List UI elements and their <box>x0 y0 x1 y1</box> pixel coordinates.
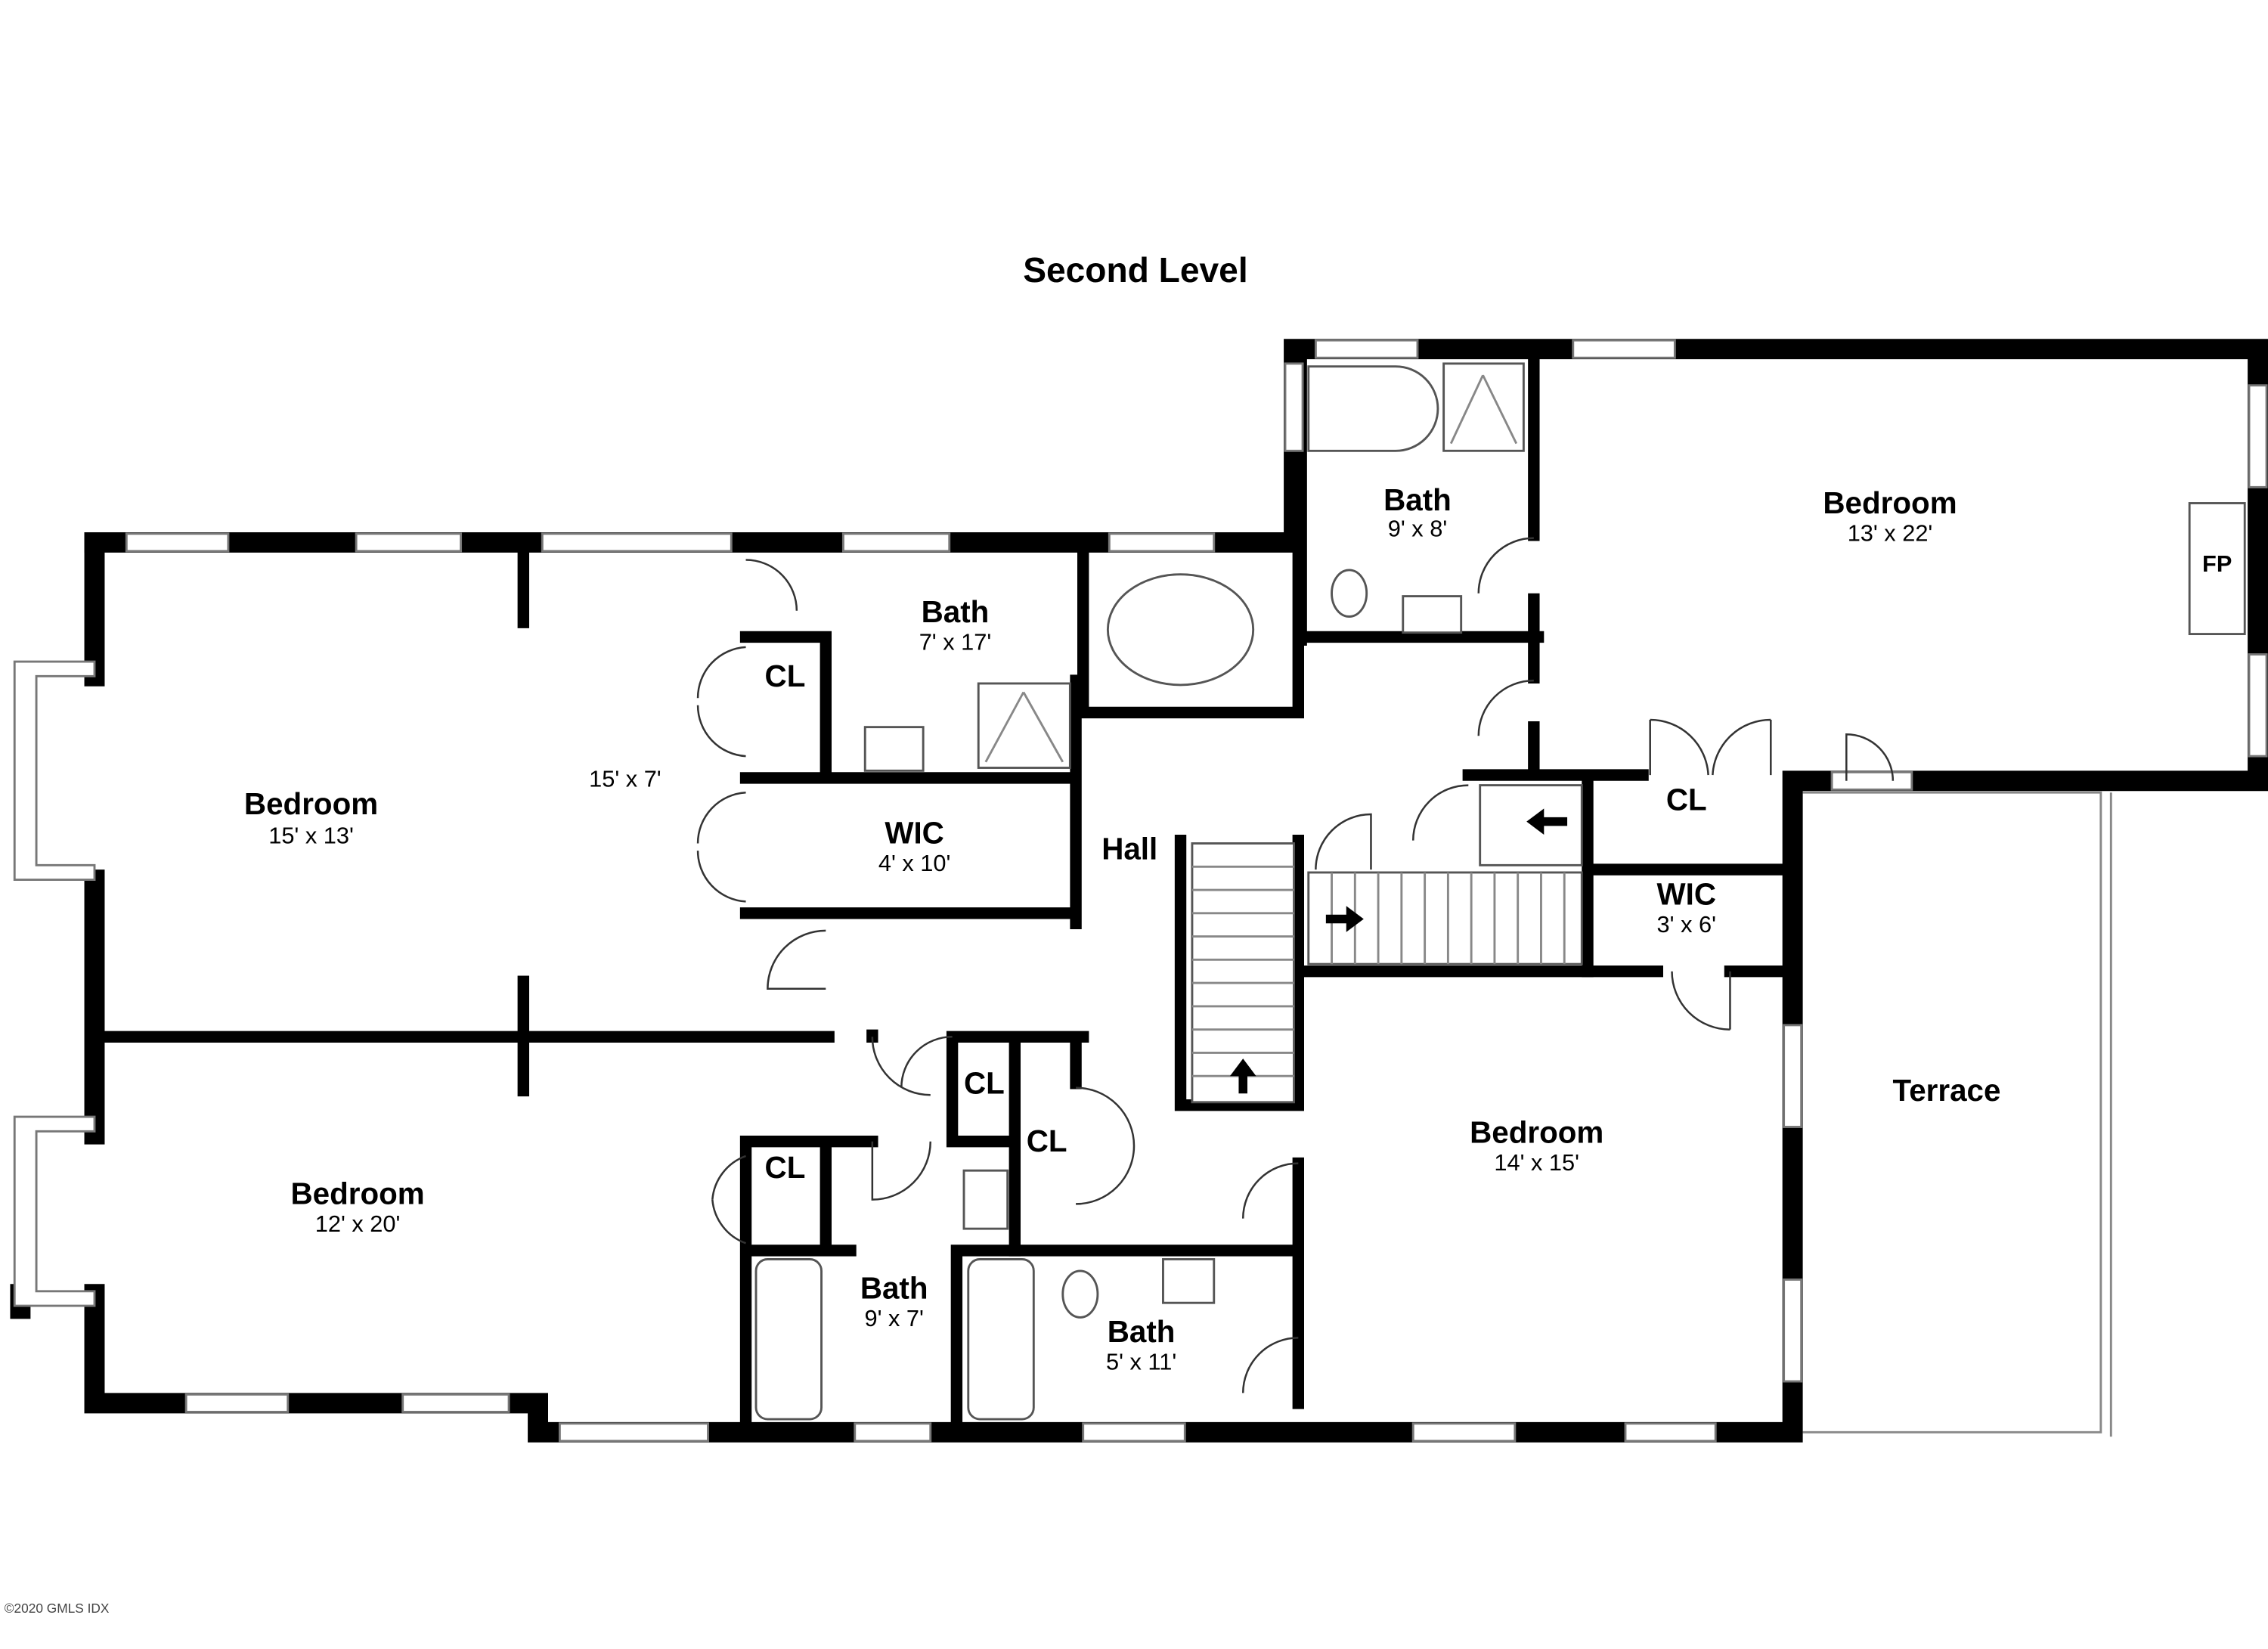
door-swings <box>696 537 1895 1393</box>
room-name: Bedroom <box>290 1176 424 1210</box>
room-name: Bath <box>922 594 990 629</box>
stairs <box>1191 784 1583 1104</box>
bathtub-icon <box>1307 365 1439 452</box>
room-name: Bath <box>1108 1314 1176 1349</box>
room-name: CL <box>964 1065 1005 1100</box>
room-dims: 9' x 8' <box>1388 516 1447 542</box>
sink-icon <box>863 726 925 772</box>
room-name: WIC <box>1657 876 1716 911</box>
watermark: ©2020 GMLS IDX <box>5 1601 110 1616</box>
room-dims: 13' x 22' <box>1848 520 1933 547</box>
room-name: CL <box>765 1150 806 1185</box>
room-name: Hall <box>1101 832 1157 866</box>
arrow-up-icon <box>1229 1059 1256 1094</box>
sink-icon <box>962 1169 1009 1230</box>
toilet-icon <box>1061 1269 1099 1319</box>
terrace-outline <box>1802 791 2112 1437</box>
room-dims: 15' x 13' <box>268 823 354 849</box>
toilet-icon <box>1331 569 1368 618</box>
bathtub-icon <box>967 1258 1035 1421</box>
room-name: Bath <box>860 1270 928 1305</box>
room-dims: 14' x 15' <box>1494 1149 1579 1176</box>
room-name: Bedroom <box>1470 1115 1603 1150</box>
room-name: Bath <box>1383 482 1452 517</box>
room-name: Bedroom <box>244 786 378 821</box>
room-dims: 3' x 6' <box>1657 911 1716 938</box>
room-name: CL <box>1666 782 1707 817</box>
room-name: WIC <box>885 816 943 851</box>
sink-icon <box>1162 1258 1216 1304</box>
room-dims: 9' x 7' <box>864 1305 923 1331</box>
room-dims: 12' x 20' <box>315 1210 401 1237</box>
floor-title: Second Level <box>1023 250 1247 290</box>
room-name: Terrace <box>1893 1073 2001 1108</box>
arrow-left-icon <box>1526 808 1568 835</box>
room-dims: 4' x 10' <box>878 850 951 876</box>
interior-walls <box>95 343 1795 1439</box>
room-name: Bedroom <box>1823 485 1957 520</box>
room-dims: 15' x 7' <box>589 766 662 792</box>
room-name: FP <box>2202 550 2232 577</box>
sink-icon <box>1402 595 1463 634</box>
room-dims: 7' x 17' <box>919 629 992 656</box>
windows <box>125 339 2268 1443</box>
bay-windows <box>13 660 96 1307</box>
fireplace <box>2188 502 2246 636</box>
bathtub-icon <box>754 1258 823 1421</box>
fixtures <box>754 362 2246 1421</box>
room-name: CL <box>1027 1124 1067 1158</box>
shower-icon <box>977 682 1071 769</box>
room-name: CL <box>765 659 806 693</box>
room-dims: 5' x 11' <box>1106 1349 1176 1375</box>
arrow-right-icon <box>1325 906 1364 932</box>
